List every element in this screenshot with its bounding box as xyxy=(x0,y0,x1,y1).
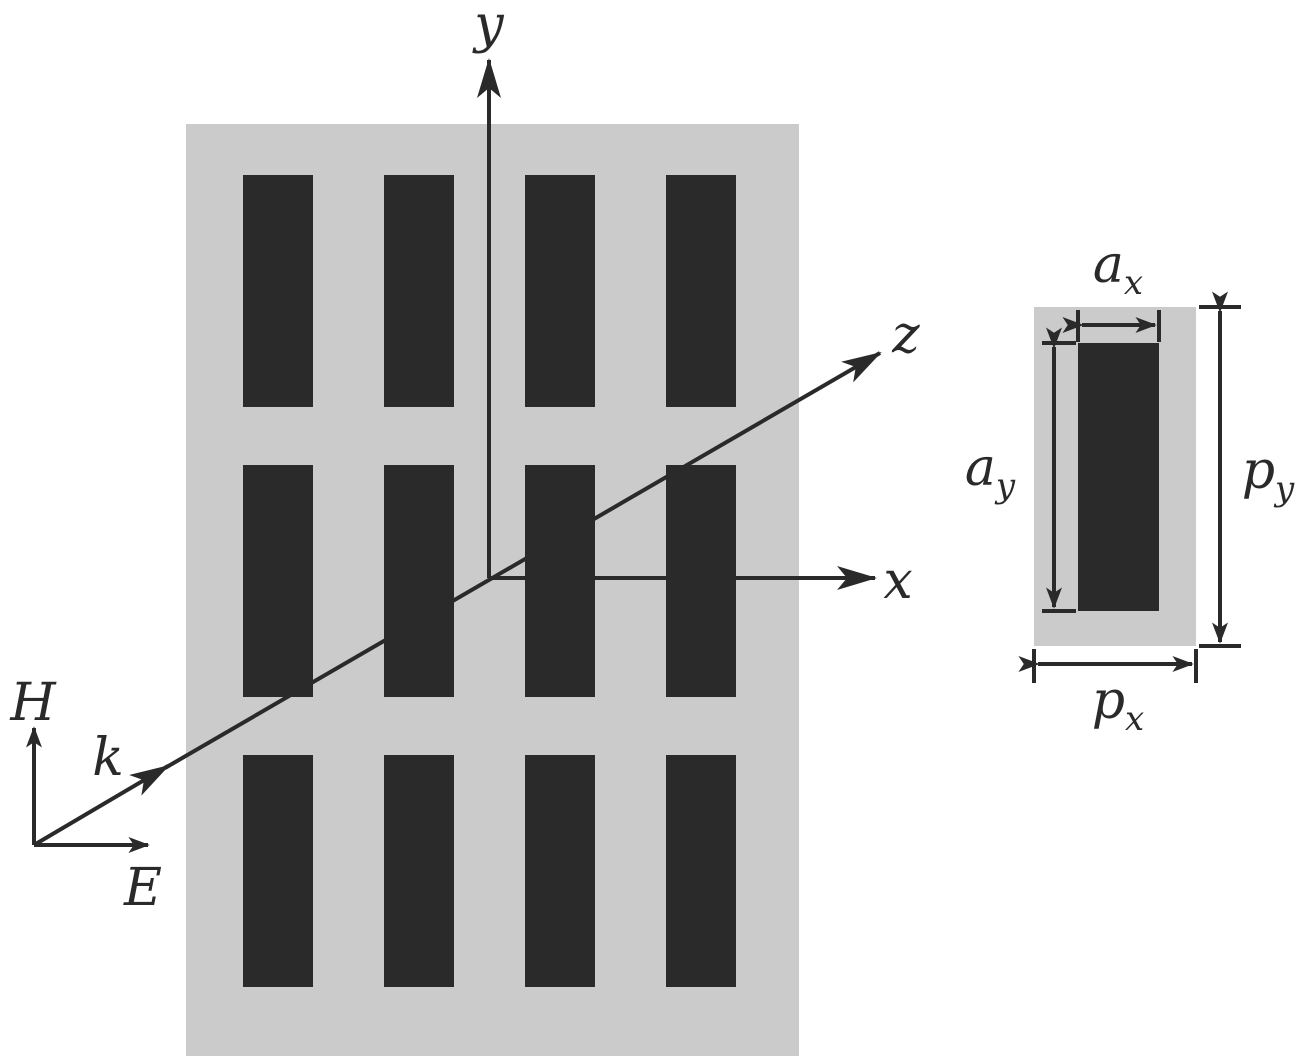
slot-r3-c1 xyxy=(243,755,313,987)
px-base: p xyxy=(1092,671,1125,731)
py-subscript: y xyxy=(1273,469,1295,509)
ax-base: a xyxy=(1093,235,1124,295)
ax-label: ax xyxy=(1093,235,1143,303)
k-label: k xyxy=(92,728,124,788)
z-axis-label: z xyxy=(891,305,920,365)
px-label: px xyxy=(1092,671,1144,739)
slot-r2-c1 xyxy=(243,465,313,697)
coordinate-axes: y x z xyxy=(163,0,920,770)
slot-r2-c4 xyxy=(666,465,736,697)
k-arrow xyxy=(32,764,170,847)
slot-r3-c3 xyxy=(525,755,595,987)
slot-r1-c1 xyxy=(243,175,313,407)
ax-subscript: x xyxy=(1124,263,1143,303)
ay-label: ay xyxy=(965,438,1016,506)
slot-r3-c2 xyxy=(384,755,454,987)
py-base: p xyxy=(1242,441,1275,501)
py-label: py xyxy=(1242,441,1295,509)
ay-base: a xyxy=(965,438,996,498)
e-label: E xyxy=(123,858,162,918)
unit-cell-slot xyxy=(1078,343,1159,611)
slot-r1-c3 xyxy=(525,175,595,407)
x-axis-label: x xyxy=(883,551,912,611)
h-label: H xyxy=(9,673,57,733)
px-subscript: x xyxy=(1125,699,1144,739)
slot-r2-c2 xyxy=(384,465,454,697)
slot-r2-c3 xyxy=(525,465,595,697)
unit-cell: ax ay py px xyxy=(965,235,1295,739)
slot-r1-c2 xyxy=(384,175,454,407)
z-axis xyxy=(163,351,882,770)
slot-r1-c4 xyxy=(666,175,736,407)
ay-subscript: y xyxy=(994,466,1016,506)
slot-r3-c4 xyxy=(666,755,736,987)
incident-wave: k E H xyxy=(9,673,170,918)
slot-array xyxy=(243,175,736,987)
y-axis-label: y xyxy=(472,0,504,55)
